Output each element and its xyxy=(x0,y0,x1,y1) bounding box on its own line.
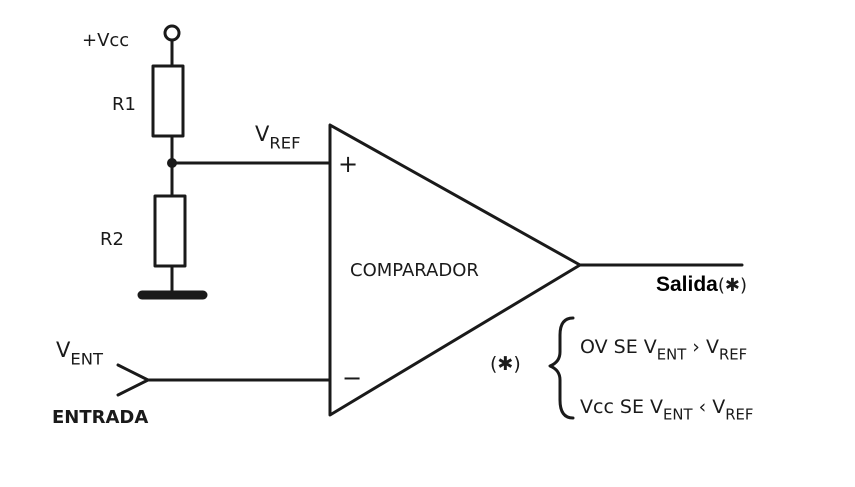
resistor-r1 xyxy=(151,64,185,138)
minus-sign: − xyxy=(342,364,363,392)
note-line-2: Vcc SE VENT ‹ VREF xyxy=(580,398,753,423)
r2-label: R2 xyxy=(100,229,124,250)
note1-pre: OV SE V xyxy=(580,336,657,358)
input-main: V xyxy=(56,338,71,362)
note-marker: (✱) xyxy=(490,353,521,375)
plus-sign: + xyxy=(338,150,359,178)
brace-icon xyxy=(548,316,575,420)
note-line-1: OV SE VENT › VREF xyxy=(580,338,747,363)
output-marker: (✱) xyxy=(717,275,748,296)
resistor-r2 xyxy=(153,194,187,268)
vcc-label: +Vcc xyxy=(82,30,130,51)
note2-sub1: ENT xyxy=(663,406,693,424)
r1-label: R1 xyxy=(112,94,136,115)
vref-sub: REF xyxy=(269,133,301,153)
note1-sub1: ENT xyxy=(656,346,687,364)
vref-main: V xyxy=(255,122,270,146)
input-label: VENT xyxy=(56,340,103,368)
input-arrow-icon xyxy=(116,363,150,397)
vref-label: VREF xyxy=(255,124,301,152)
comparator-triangle xyxy=(328,123,582,417)
vcc-terminal xyxy=(163,24,181,42)
note2-pre: Vcc SE V xyxy=(580,396,664,418)
output-label: Salida(✱) xyxy=(656,274,747,295)
note2-sub2: REF xyxy=(725,406,754,424)
junction-node xyxy=(167,158,177,168)
input-sub: ENT xyxy=(70,349,103,369)
input-caption: ENTRADA xyxy=(52,407,149,428)
output-text: Salida xyxy=(656,273,718,296)
comparator-label: COMPARADOR xyxy=(350,260,479,281)
note1-sub2: REF xyxy=(718,346,748,364)
note1-op: › V xyxy=(686,336,719,358)
note2-op: ‹ V xyxy=(692,396,726,418)
